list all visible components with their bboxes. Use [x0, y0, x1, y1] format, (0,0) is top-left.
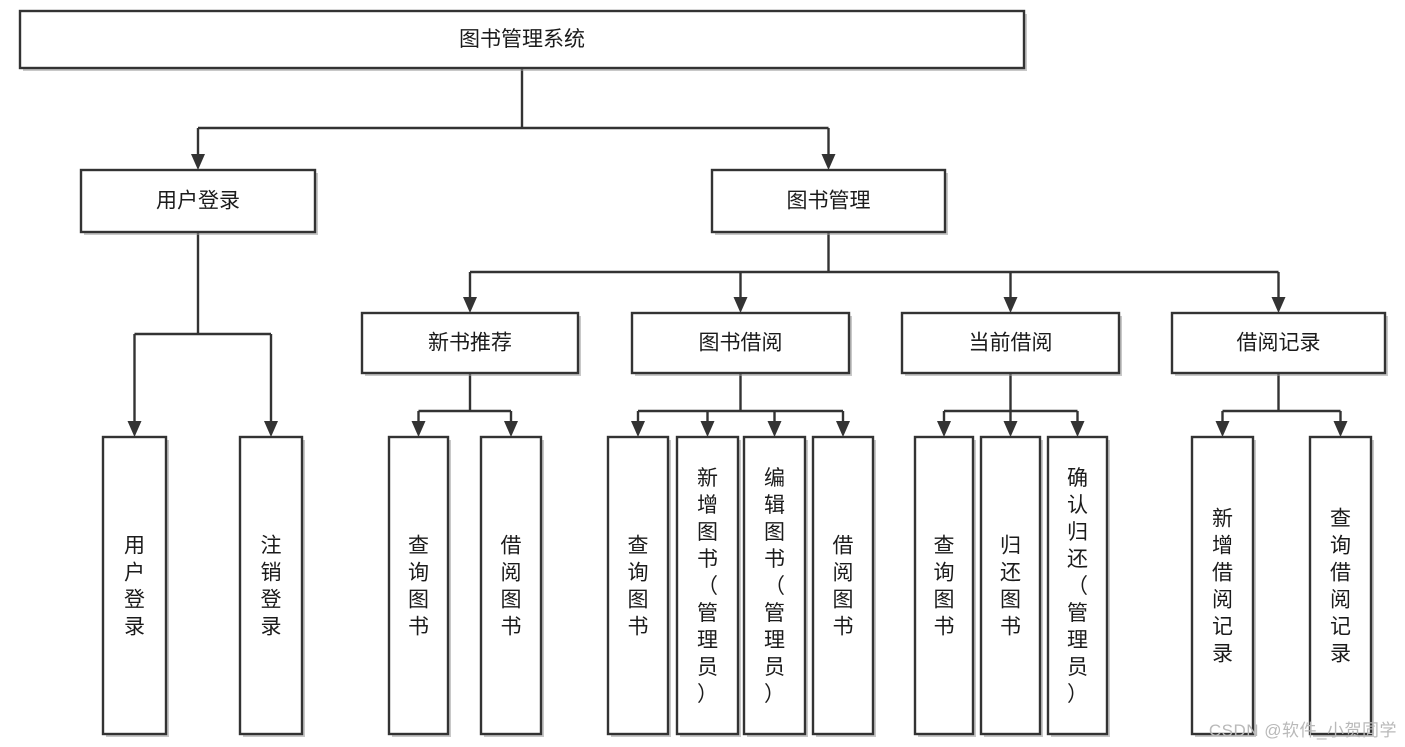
node-borrow-record[interactable]: 借阅记录	[1170, 311, 1388, 376]
node-box-leaf-user-login[interactable]	[101, 435, 168, 736]
arrow-head-new-book-recommend	[463, 297, 477, 313]
arrow-head-borrow-record	[1271, 297, 1286, 313]
node-box-leaf-return-book[interactable]	[979, 435, 1042, 736]
node-leaf-query-book-2[interactable]: 查询图书	[606, 435, 671, 737]
node-label-current-borrow: 当前借阅	[969, 332, 1053, 355]
node-label-root: 图书管理系统	[459, 28, 585, 51]
arrow-head-user-login	[191, 154, 205, 170]
node-label-leaf-query-book-3: 查询图书	[934, 535, 955, 639]
node-label-leaf-query-book-2: 查询图书	[628, 535, 649, 639]
node-leaf-borrow-book-1[interactable]: 借阅图书	[479, 435, 544, 737]
arrow-head-leaf-query-book-1	[411, 421, 426, 437]
arrow-head-leaf-add-book	[700, 421, 715, 437]
arrow-head-leaf-confirm-return	[1070, 421, 1085, 437]
node-new-book-recommend[interactable]: 新书推荐	[360, 311, 581, 376]
arrow-head-leaf-add-record	[1215, 421, 1230, 437]
node-leaf-logout-login[interactable]: 注销登录	[238, 435, 305, 737]
node-box-leaf-add-record[interactable]	[1190, 435, 1255, 736]
node-label-leaf-borrow-book-1: 借阅图书	[501, 535, 522, 639]
node-leaf-query-book-3[interactable]: 查询图书	[913, 435, 976, 737]
node-leaf-query-book-1[interactable]: 查询图书	[387, 435, 451, 737]
node-label-new-book-recommend: 新书推荐	[428, 332, 512, 355]
arrow-head-leaf-borrow-book-2	[836, 421, 850, 437]
node-box-leaf-edit-book[interactable]	[742, 435, 807, 736]
node-box-leaf-confirm-return[interactable]	[1046, 435, 1109, 736]
node-leaf-return-book[interactable]: 归还图书	[979, 435, 1043, 737]
node-box-leaf-query-book-1[interactable]	[387, 435, 450, 736]
node-box-book-manage[interactable]	[710, 168, 947, 234]
node-label-leaf-edit-book: 编辑图书（管理员）	[764, 467, 785, 706]
node-box-new-book-recommend[interactable]	[360, 311, 580, 375]
node-label-user-login: 用户登录	[156, 190, 240, 213]
node-leaf-user-login[interactable]: 用户登录	[101, 435, 169, 737]
node-box-book-borrow[interactable]	[630, 311, 851, 375]
arrow-head-leaf-query-book-2	[631, 421, 645, 437]
node-label-leaf-query-record: 查询借阅记录	[1330, 508, 1351, 666]
node-box-leaf-query-record[interactable]	[1308, 435, 1373, 736]
node-leaf-add-book[interactable]: 新增图书（管理员）	[675, 435, 741, 737]
arrow-head-leaf-logout-login	[264, 421, 278, 437]
node-box-leaf-borrow-book-2[interactable]	[811, 435, 875, 736]
node-label-leaf-confirm-return: 确认归还（管理员）	[1067, 467, 1088, 706]
node-leaf-add-record[interactable]: 新增借阅记录	[1190, 435, 1256, 737]
arrow-head-leaf-query-book-3	[937, 421, 951, 437]
node-box-borrow-record[interactable]	[1170, 311, 1387, 375]
node-label-leaf-add-record: 新增借阅记录	[1212, 508, 1233, 666]
node-label-leaf-return-book: 归还图书	[1000, 535, 1021, 639]
arrow-head-leaf-borrow-book-1	[504, 421, 518, 437]
node-label-leaf-user-login: 用户登录	[124, 535, 145, 639]
node-current-borrow[interactable]: 当前借阅	[900, 311, 1122, 376]
node-book-manage[interactable]: 图书管理	[710, 168, 948, 235]
node-box-leaf-query-book-2[interactable]	[606, 435, 670, 736]
arrow-head-leaf-user-login	[127, 421, 142, 437]
node-box-leaf-borrow-book-1[interactable]	[479, 435, 543, 736]
node-box-leaf-query-book-3[interactable]	[913, 435, 975, 736]
node-box-leaf-logout-login[interactable]	[238, 435, 304, 736]
node-box-user-login[interactable]	[79, 168, 317, 234]
arrow-head-current-borrow	[1003, 297, 1018, 313]
node-box-current-borrow[interactable]	[900, 311, 1121, 375]
node-box-root[interactable]	[18, 9, 1026, 70]
node-label-book-borrow: 图书借阅	[699, 332, 783, 355]
node-label-leaf-logout-login: 注销登录	[261, 535, 282, 639]
node-layer: 图书管理系统用户登录图书管理新书推荐图书借阅当前借阅借阅记录用户登录注销登录查询…	[18, 9, 1388, 737]
node-leaf-query-record[interactable]: 查询借阅记录	[1308, 435, 1374, 737]
node-user-login[interactable]: 用户登录	[79, 168, 318, 235]
arrow-head-book-manage	[821, 154, 836, 170]
node-label-borrow-record: 借阅记录	[1237, 332, 1321, 355]
node-label-leaf-borrow-book-2: 借阅图书	[833, 535, 854, 639]
arrow-head-leaf-edit-book	[767, 421, 782, 437]
node-leaf-borrow-book-2[interactable]: 借阅图书	[811, 435, 876, 737]
node-label-leaf-query-book-1: 查询图书	[408, 535, 429, 639]
connector-layer	[127, 68, 1348, 437]
node-book-borrow[interactable]: 图书借阅	[630, 311, 852, 376]
node-leaf-confirm-return[interactable]: 确认归还（管理员）	[1046, 435, 1110, 737]
node-label-book-manage: 图书管理	[787, 190, 871, 213]
node-label-leaf-add-book: 新增图书（管理员）	[697, 467, 718, 706]
node-box-leaf-add-book[interactable]	[675, 435, 740, 736]
node-root[interactable]: 图书管理系统	[18, 9, 1027, 71]
arrow-head-leaf-query-record	[1333, 421, 1348, 437]
arrow-head-leaf-return-book	[1003, 421, 1018, 437]
arrow-head-book-borrow	[733, 297, 748, 313]
node-leaf-edit-book[interactable]: 编辑图书（管理员）	[742, 435, 808, 737]
